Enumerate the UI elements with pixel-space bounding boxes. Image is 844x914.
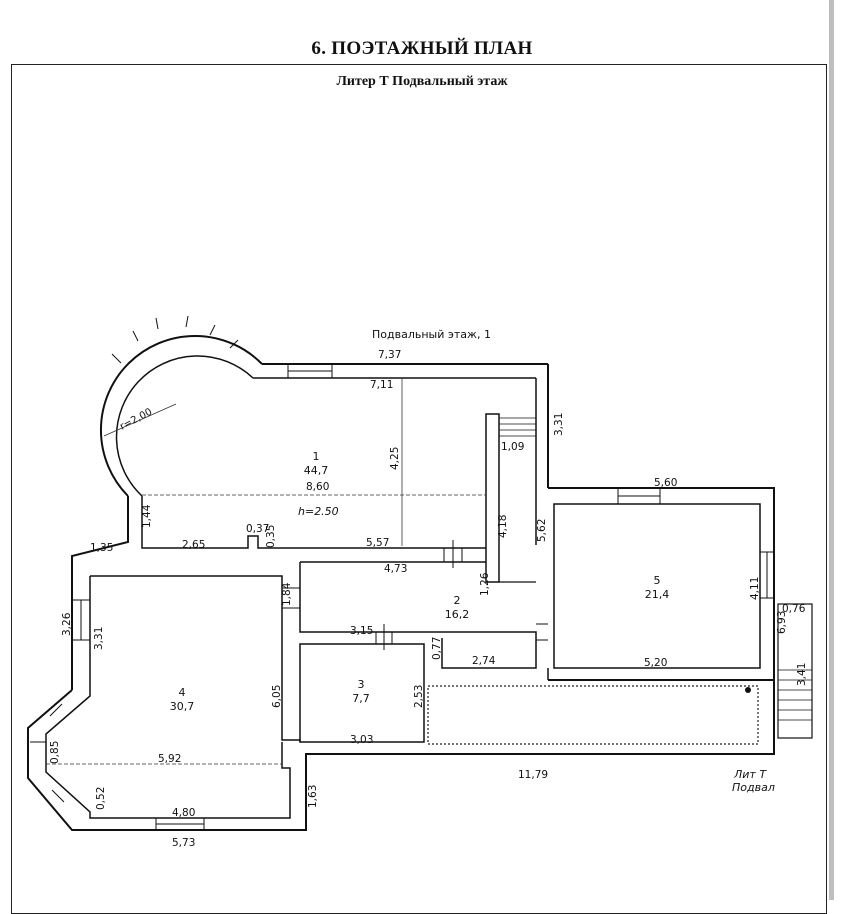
window-symbols: [617, 488, 774, 599]
room-2-walls: [299, 561, 537, 669]
dimension-label: 3,03: [350, 734, 373, 746]
dimension-label: 3,31: [93, 627, 105, 650]
dimension-label: 5,20: [644, 657, 667, 669]
dimension-label: 6,05: [271, 685, 283, 708]
door-symbols: [282, 540, 548, 650]
radius-line: [103, 403, 177, 437]
dimension-label: 11,79: [518, 769, 548, 781]
plan-subtitle: Литер Т Подвальный этаж: [336, 74, 508, 89]
wall: [71, 496, 129, 690]
bay-window-arc-inner: [115, 355, 254, 497]
dimension-label: 7,37: [378, 349, 401, 361]
stair-lines: [778, 669, 812, 721]
room-4-inner: [45, 575, 301, 819]
dimension-label: 3,41: [796, 663, 808, 686]
dimension-label: 0,35: [265, 525, 277, 548]
room-5-inner: [553, 503, 761, 669]
dimension-label: 3,26: [61, 612, 73, 636]
dimension-label: 4,25: [389, 447, 401, 470]
radius-label: r=2,00: [118, 407, 154, 433]
window-symbols: [30, 599, 205, 830]
dimension-label: 1,26: [479, 572, 491, 596]
room-1-number: 1: [313, 450, 320, 463]
dimension-label: 4,18: [497, 515, 509, 538]
dimension-label: 1,63: [307, 785, 319, 808]
room-3-area: 7,7: [352, 692, 370, 705]
corridor-hatched: [427, 685, 759, 745]
stair-lines: [499, 417, 536, 437]
room-4-number: 4: [179, 686, 186, 699]
room-5-outer: [548, 487, 775, 681]
dimension-label: 2,53: [413, 685, 425, 708]
dimension-label: 1,84: [281, 582, 293, 606]
dimension-label: 1,35: [90, 542, 113, 554]
dimension-label: 2,74: [472, 655, 496, 667]
dimension-label: 1,09: [501, 441, 524, 453]
room-3-number: 3: [358, 678, 365, 691]
room-4-area: 30,7: [170, 700, 195, 713]
dimension-label: 5,57: [366, 537, 389, 549]
bay-window-arc-outer: [99, 334, 263, 497]
ceiling-height-label: h=2.50: [298, 505, 339, 518]
dimension-label: 4,73: [384, 563, 407, 575]
wall: [141, 496, 486, 549]
floor-label: Подвальный этаж, 1: [372, 328, 491, 341]
dimension-label: 3,15: [350, 625, 373, 637]
room-1-area: 44,7: [304, 464, 329, 477]
dimension-label: 5,73: [172, 837, 195, 849]
litera-sub-label: Подвал: [732, 781, 775, 794]
marker-dot: [745, 687, 751, 693]
room-2-number: 2: [454, 594, 461, 607]
section-title: 6. ПОЭТАЖНЫЙ ПЛАН: [311, 38, 533, 59]
dimension-label: 3,31: [553, 413, 565, 436]
dimension-label: 6,93: [776, 611, 788, 634]
room-2-area: 16,2: [445, 608, 470, 621]
dimension-label: 0,37: [246, 523, 269, 535]
dimension-label: 5,60: [654, 477, 677, 489]
page-edge-shadow: [829, 0, 834, 900]
exterior-stair: [777, 603, 813, 739]
dimension-label: 7,11: [370, 379, 393, 391]
dimension-label: 8,60: [306, 481, 329, 493]
dimension-label: 0,85: [49, 741, 61, 764]
dimension-label: 2,65: [182, 539, 205, 551]
dimension-label: 4,80: [172, 807, 195, 819]
litera-label: Лит Т: [733, 768, 767, 781]
room-4-outer: [27, 689, 306, 831]
dimension-label: 5,92: [158, 753, 181, 765]
window-symbols: [111, 315, 333, 378]
dimension-label: 5,62: [536, 519, 548, 542]
stair-wall: [485, 413, 500, 583]
dimension-label: 4,11: [749, 577, 761, 600]
dimension-label: 0,77: [431, 637, 443, 660]
dimension-label: 0,76: [782, 603, 806, 615]
room-5-number: 5: [654, 574, 661, 587]
room-5-area: 21,4: [645, 588, 670, 601]
room-3-walls: [299, 643, 425, 743]
dimension-label: 0,52: [95, 787, 107, 810]
dimension-label: 1,44: [141, 504, 153, 528]
